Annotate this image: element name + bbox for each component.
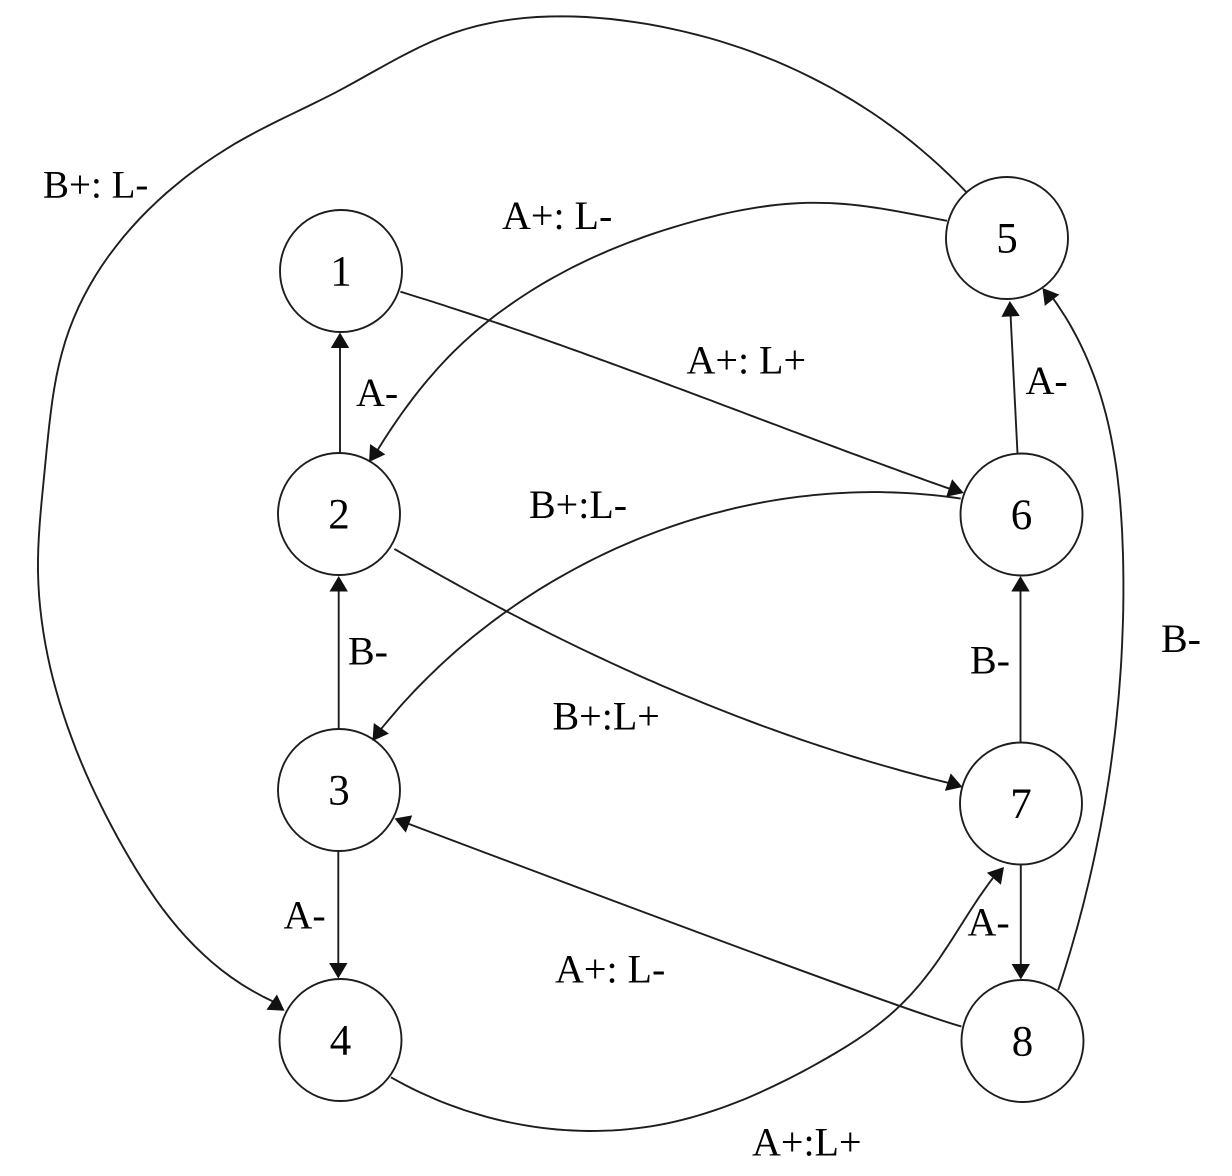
svg-text:B-: B- — [1161, 616, 1201, 661]
svg-text:4: 4 — [330, 1017, 352, 1064]
svg-text:8: 8 — [1012, 1018, 1034, 1065]
svg-text:2: 2 — [328, 491, 350, 538]
svg-text:A-: A- — [968, 900, 1010, 945]
svg-text:B+:L-: B+:L- — [529, 482, 627, 527]
svg-text:B-: B- — [348, 629, 388, 674]
svg-text:A+: L-: A+: L- — [555, 947, 665, 992]
svg-text:3: 3 — [328, 767, 350, 814]
svg-text:A+: L-: A+: L- — [502, 193, 612, 238]
svg-text:6: 6 — [1011, 492, 1033, 539]
svg-text:B+: L-: B+: L- — [43, 164, 148, 207]
svg-text:B-: B- — [970, 638, 1010, 683]
svg-text:A+: L+: A+: L+ — [687, 338, 807, 383]
svg-text:7: 7 — [1010, 781, 1032, 828]
svg-text:A+:L+: A+:L+ — [752, 1120, 862, 1165]
svg-text:1: 1 — [330, 248, 352, 295]
svg-text:B+:L+: B+:L+ — [553, 694, 660, 739]
svg-text:A-: A- — [1026, 358, 1068, 403]
svg-text:A-: A- — [284, 893, 326, 938]
svg-text:A-: A- — [356, 370, 398, 415]
svg-text:5: 5 — [996, 215, 1018, 262]
